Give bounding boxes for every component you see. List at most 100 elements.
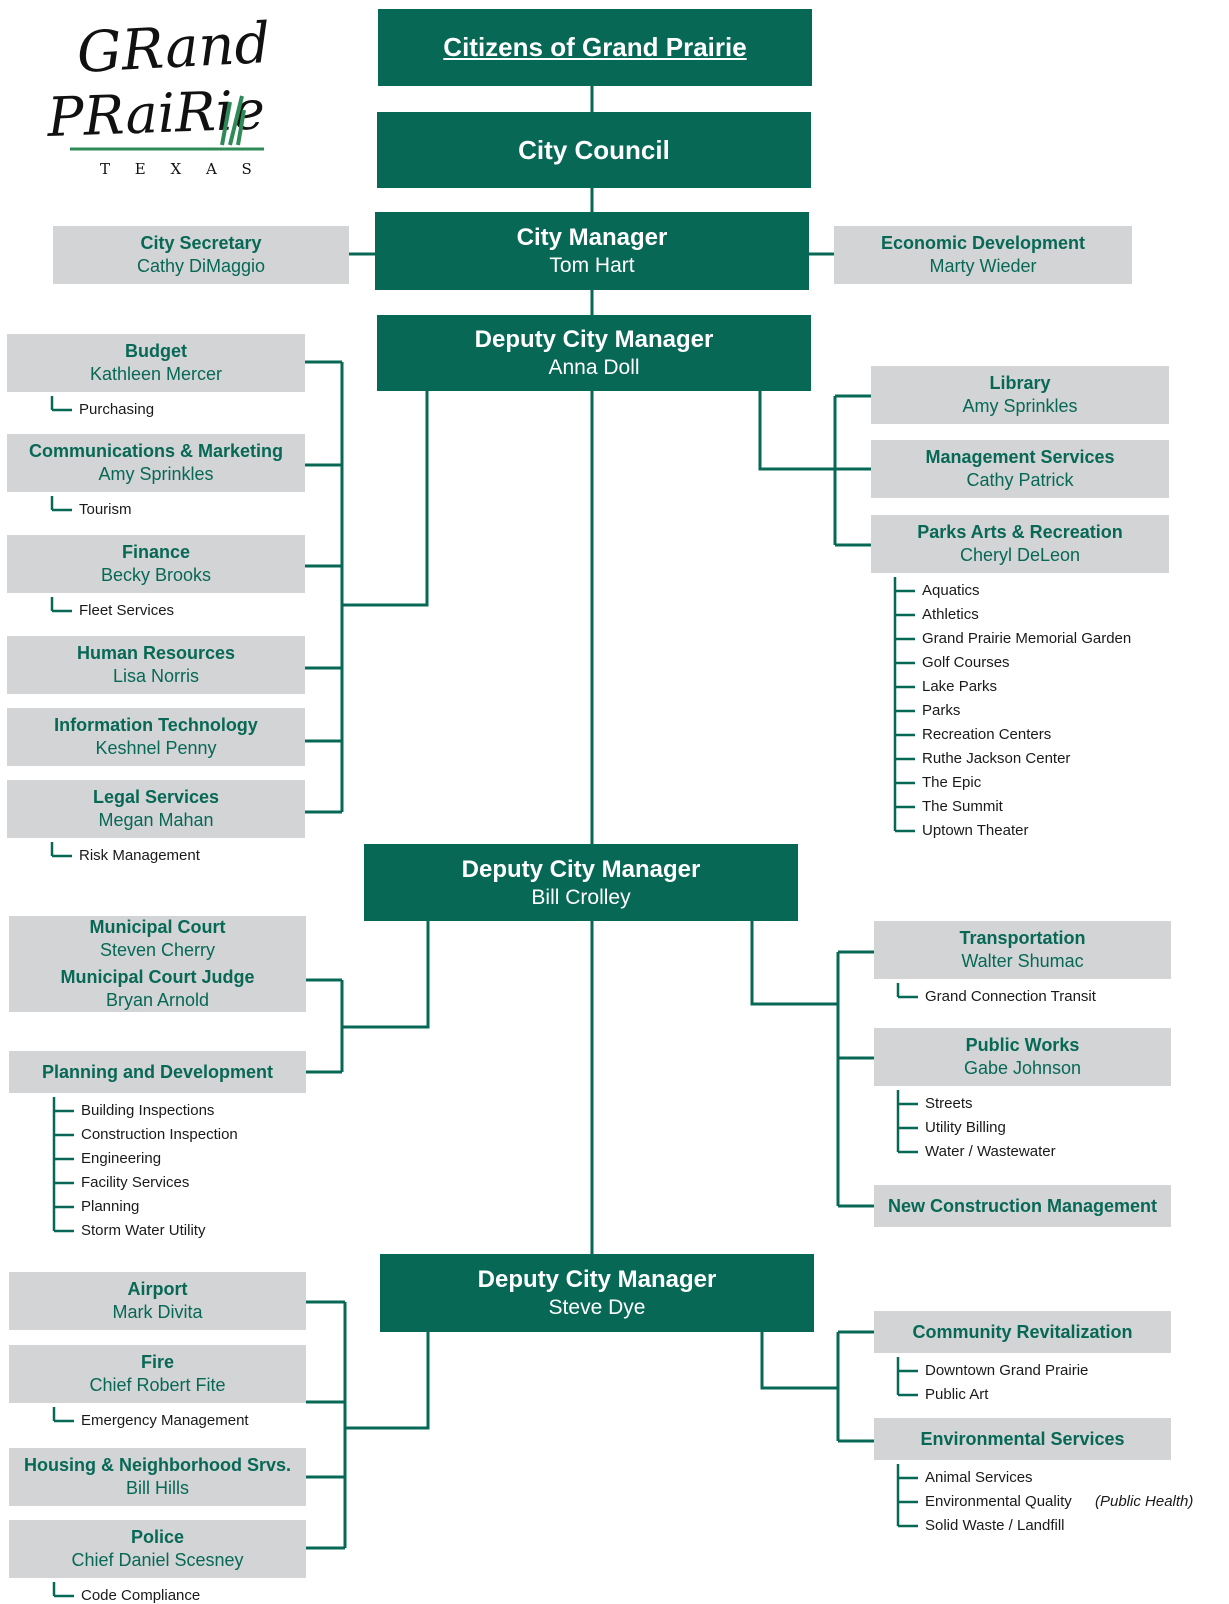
dept-head-name: Bryan Arnold [105,990,210,1010]
dept-title: Planning and Development [41,1061,274,1082]
sub-item: Recreation Centers [922,726,1052,743]
dept-head-name: Amy Sprinkles [98,464,214,484]
sub-item: Building Inspections [81,1102,215,1119]
city-manager-box: City Manager Tom Hart [375,212,809,290]
dept-title: Information Technology [54,715,258,735]
sub-item: Streets [925,1095,973,1112]
dept-title: Municipal Court [89,917,226,937]
dept-head-name: Becky Brooks [100,565,212,585]
dept-head-name: Keshnel Penny [95,738,217,758]
dept-title: Community Revitalization [912,1321,1133,1342]
dept-title: Legal Services [92,787,220,807]
sub-item: Athletics [922,606,979,623]
sub-item: Tourism [79,501,132,518]
dept-head-name: Amy Sprinkles [962,396,1078,416]
sub-item: Golf Courses [922,654,1010,671]
city-manager-name: Tom Hart [549,254,635,277]
sub-item: Storm Water Utility [81,1222,206,1239]
sub-item: Grand Prairie Memorial Garden [922,630,1132,647]
sub-item: Animal Services [925,1469,1033,1486]
dept-title: Fire [140,1352,174,1372]
economic-development-name: Marty Wieder [929,256,1037,276]
dept-box-housing-and-neighborhood-srvs: Housing & Neighborhood Srvs. Bill Hills [9,1448,306,1506]
sub-item: Water / Wastewater [925,1143,1056,1160]
grass-icon [220,95,246,146]
sub-item: Code Compliance [81,1587,201,1604]
sub-item: Public Art [925,1386,989,1403]
dept-title: Library [989,373,1051,393]
sub-item: The Summit [922,798,1003,815]
dcm-title: Deputy City Manager [461,855,701,883]
dept-head-name: Kathleen Mercer [89,364,223,384]
dept-title: Public Works [965,1035,1080,1055]
dept-title: Management Services [925,447,1115,467]
city-secretary-title: City Secretary [140,233,262,253]
sub-item: Downtown Grand Prairie [925,1362,1089,1379]
dcm-title: Deputy City Manager [474,326,714,353]
dcm-steve-dye-box: Deputy City Manager Steve Dye [380,1254,814,1332]
sub-item: Ruthe Jackson Center [922,750,1071,767]
dept-title: Airport [127,1279,188,1299]
dept-title: Finance [121,542,191,562]
logo-state: T E X A S [100,160,262,178]
sub-item: Construction Inspection [81,1126,238,1143]
dept-head-name: Cathy Patrick [966,470,1074,490]
dept-title: Human Resources [76,643,236,663]
economic-development-title: Economic Development [880,233,1086,253]
dept-box-planning-and-development: Planning and Development [9,1051,306,1093]
dept-title: Communications & Marketing [28,441,284,461]
dcm-title: Deputy City Manager [477,1266,717,1293]
dept-head-name: Walter Shumac [961,951,1084,971]
city-secretary-name: Cathy DiMaggio [136,256,266,276]
dept-title: Municipal Court Judge [60,967,255,987]
dept-title: Parks Arts & Recreation [917,522,1123,542]
sub-item: The Epic [922,774,982,791]
sub-item: Environmental Quality [925,1493,1072,1510]
city-secretary-box: City Secretary Cathy DiMaggio [53,226,349,284]
sub-item: Emergency Management [81,1412,249,1429]
sub-item: Utility Billing [925,1119,1006,1136]
economic-development-box: Economic Development Marty Wieder [834,226,1132,284]
dept-title: Budget [125,341,187,361]
dept-head-name: Chief Robert Fite [89,1375,226,1395]
dept-title: Housing & Neighborhood Srvs. [23,1455,291,1475]
sub-item: Aquatics [922,582,980,599]
sub-item: Parks [922,702,961,719]
sub-item: Grand Connection Transit [925,988,1096,1005]
sub-item: Engineering [81,1150,162,1167]
dept-box-community-revitalization: Community Revitalization [874,1311,1171,1353]
dept-head-name: Megan Mahan [98,810,214,830]
dcm-name: Steve Dye [548,1296,646,1319]
city-manager-title: City Manager [516,224,668,251]
sub-item: Uptown Theater [922,822,1029,839]
citizens-box: Citizens of Grand Prairie [378,9,812,86]
dcm-name: Anna Doll [548,356,640,379]
city-council-box: City Council [377,112,811,188]
dept-head-name: Mark Divita [112,1302,203,1322]
dept-head-name: Bill Hills [126,1478,189,1498]
dept-box-environmental-services: Environmental Services [874,1418,1171,1460]
sub-item: Purchasing [79,401,155,418]
dept-head-name: Steven Cherry [99,940,216,960]
dcm-anna-doll-box: Deputy City Manager Anna Doll [377,315,811,391]
sub-item-note: (Public Health) [1095,1493,1194,1510]
dept-head-name: Cheryl DeLeon [959,545,1081,565]
sub-item: Risk Management [79,847,200,864]
dept-box-new-construction-management: New Construction Management [874,1185,1171,1227]
dept-head-name: Chief Daniel Scesney [71,1550,244,1570]
dept-title: Police [130,1527,185,1547]
dept-title: Environmental Services [920,1428,1125,1449]
dcm-name: Bill Crolley [531,885,631,909]
